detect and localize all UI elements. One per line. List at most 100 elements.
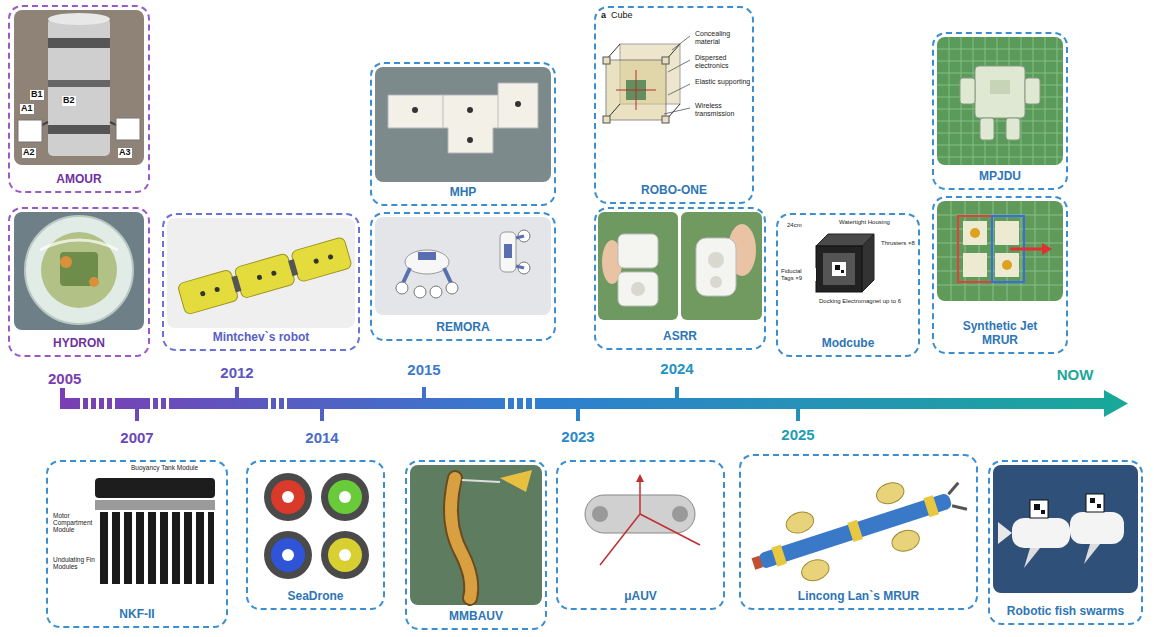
mpjdu-photo-part: [960, 78, 975, 104]
asrr-photo-part: [708, 252, 724, 268]
modcube-render: [816, 234, 874, 292]
lincong-mrur-render-part: [847, 520, 863, 542]
mintchev-render-part-part: [256, 274, 262, 280]
mintchev-render-part-part: [288, 259, 298, 276]
mintchev-render-part-part: [313, 258, 319, 264]
timeline-box: MPJDU: [932, 32, 1068, 190]
timeline-arrow-part: [60, 388, 65, 409]
mintchev-render-part-part: [200, 291, 206, 297]
nkf-ii-render-part-part: [100, 512, 108, 584]
seadrone-render-part: [271, 538, 305, 572]
mpjdu-photo-part: [980, 118, 994, 140]
lincong-mrur-render-part: [874, 479, 907, 507]
timeline-gap-part: [284, 397, 287, 410]
nkf-ii-render: [95, 478, 215, 584]
hydron-photo-part: [60, 252, 98, 286]
timeline-gap-part: [523, 397, 526, 410]
seadrone-render: [264, 473, 369, 579]
mhp-photo-part: [388, 83, 538, 153]
mpjdu-photo-part-part: [937, 133, 1063, 134]
mhp-photo-part: [515, 101, 521, 107]
timeline-box: MHP: [370, 62, 556, 206]
year-label: 2005: [48, 371, 81, 388]
robotic-fish-photo-part: [1012, 518, 1070, 548]
hydron-photo-part: [40, 240, 118, 250]
mpjdu-photo-part-part: [937, 121, 1063, 122]
timeline-arrow-part: [235, 387, 239, 400]
mhp-photo-part: [412, 107, 418, 113]
annotation-label: Fiducial Tags ×9: [780, 268, 816, 281]
mpjdu-photo-part-part: [949, 37, 950, 165]
annotation-label: a: [600, 11, 607, 21]
robot-name: Modcube: [822, 336, 875, 350]
robo-one-cube-part: [606, 60, 666, 120]
mpjdu-photo-part: [990, 80, 1010, 94]
remora-render: [375, 217, 551, 315]
mu-auv-render: [585, 474, 700, 565]
robot-name: Lincong Lan`s MRUR: [798, 589, 919, 603]
seadrone-render-part: [321, 531, 369, 579]
robo-one-cube-part: [664, 36, 690, 114]
mpjdu-photo: [937, 37, 1063, 165]
mmbauv-photo-part: [462, 480, 500, 482]
robo-one-cube-part-part: [664, 108, 690, 114]
amour-photo: [14, 10, 144, 165]
timeline-arrow-part: [135, 407, 139, 421]
annotation-label: Undulating Fin Modules: [52, 556, 96, 570]
mintchev-render-part-part: [231, 275, 241, 292]
remora-render-part: [504, 244, 512, 258]
mmbauv-photo-part: [410, 465, 542, 605]
robotic-fish-photo-part: [1041, 510, 1045, 514]
remora-render-part: [500, 232, 516, 272]
robo-one-cube-part-part: [668, 60, 690, 72]
amour-photo-part: [116, 118, 140, 140]
amour-photo-part: [48, 13, 110, 25]
remora-render-part: [405, 250, 449, 274]
mintchev-render-part-part: [214, 286, 220, 292]
nkf-ii-render-part-part: [208, 512, 214, 584]
robot-name: Mintchev`s robot: [213, 330, 310, 344]
synthetic-jet-photo-part-part: [951, 201, 952, 301]
mpjdu-photo-part-part: [937, 49, 1063, 50]
hydron-photo-part: [14, 212, 144, 330]
mintchev-render-part-part: [177, 269, 239, 315]
mhp-photo-part: [498, 95, 499, 128]
mpjdu-photo-part-part: [1057, 37, 1058, 165]
lincong-mrur-render-part: [923, 495, 939, 517]
mu-auv-render-part: [672, 506, 688, 522]
synthetic-jet-photo-part: [937, 201, 1063, 301]
timeline-gap-part: [158, 397, 161, 410]
seadrone-render-part: [264, 531, 312, 579]
timeline-gap-part: [276, 397, 279, 410]
robot-name: REMORA: [436, 320, 489, 334]
remora-render-part: [418, 252, 436, 260]
asrr-photo: [598, 212, 762, 320]
asrr-photo-part: [618, 234, 658, 268]
mintchev-render-part-part: [271, 270, 277, 276]
seadrone-render-part: [339, 491, 351, 503]
hydron-photo: [14, 212, 144, 330]
synthetic-jet-photo-part: [995, 253, 1019, 277]
timeline-arrow-part: [576, 407, 580, 421]
synthetic-jet-photo-part: [1042, 243, 1052, 255]
robot-name: ASRR: [663, 329, 697, 343]
timeline-box: μAUV: [556, 460, 725, 610]
annotation-label: Wireless transmission: [694, 102, 752, 117]
timeline-gap: [80, 397, 535, 410]
mintchev-render: [167, 218, 355, 328]
lincong-mrur-render-part: [946, 483, 967, 514]
robotic-fish-photo-part: [1030, 500, 1048, 518]
robot-name: MMBAUV: [449, 609, 503, 623]
robot-name: ROBO-ONE: [641, 183, 707, 197]
mpjdu-photo-part-part: [937, 157, 1063, 158]
robo-one-cube: [603, 36, 690, 123]
mmbauv-photo-part: [500, 470, 532, 492]
robo-one-cube-part-part: [668, 84, 690, 95]
nkf-ii-render-part-part: [196, 512, 204, 584]
mmbauv-photo: [410, 465, 542, 605]
nkf-ii-render-part-part: [160, 512, 168, 584]
timeline-arrow-part: [1104, 390, 1128, 417]
synthetic-jet-photo-part: [937, 201, 1063, 301]
